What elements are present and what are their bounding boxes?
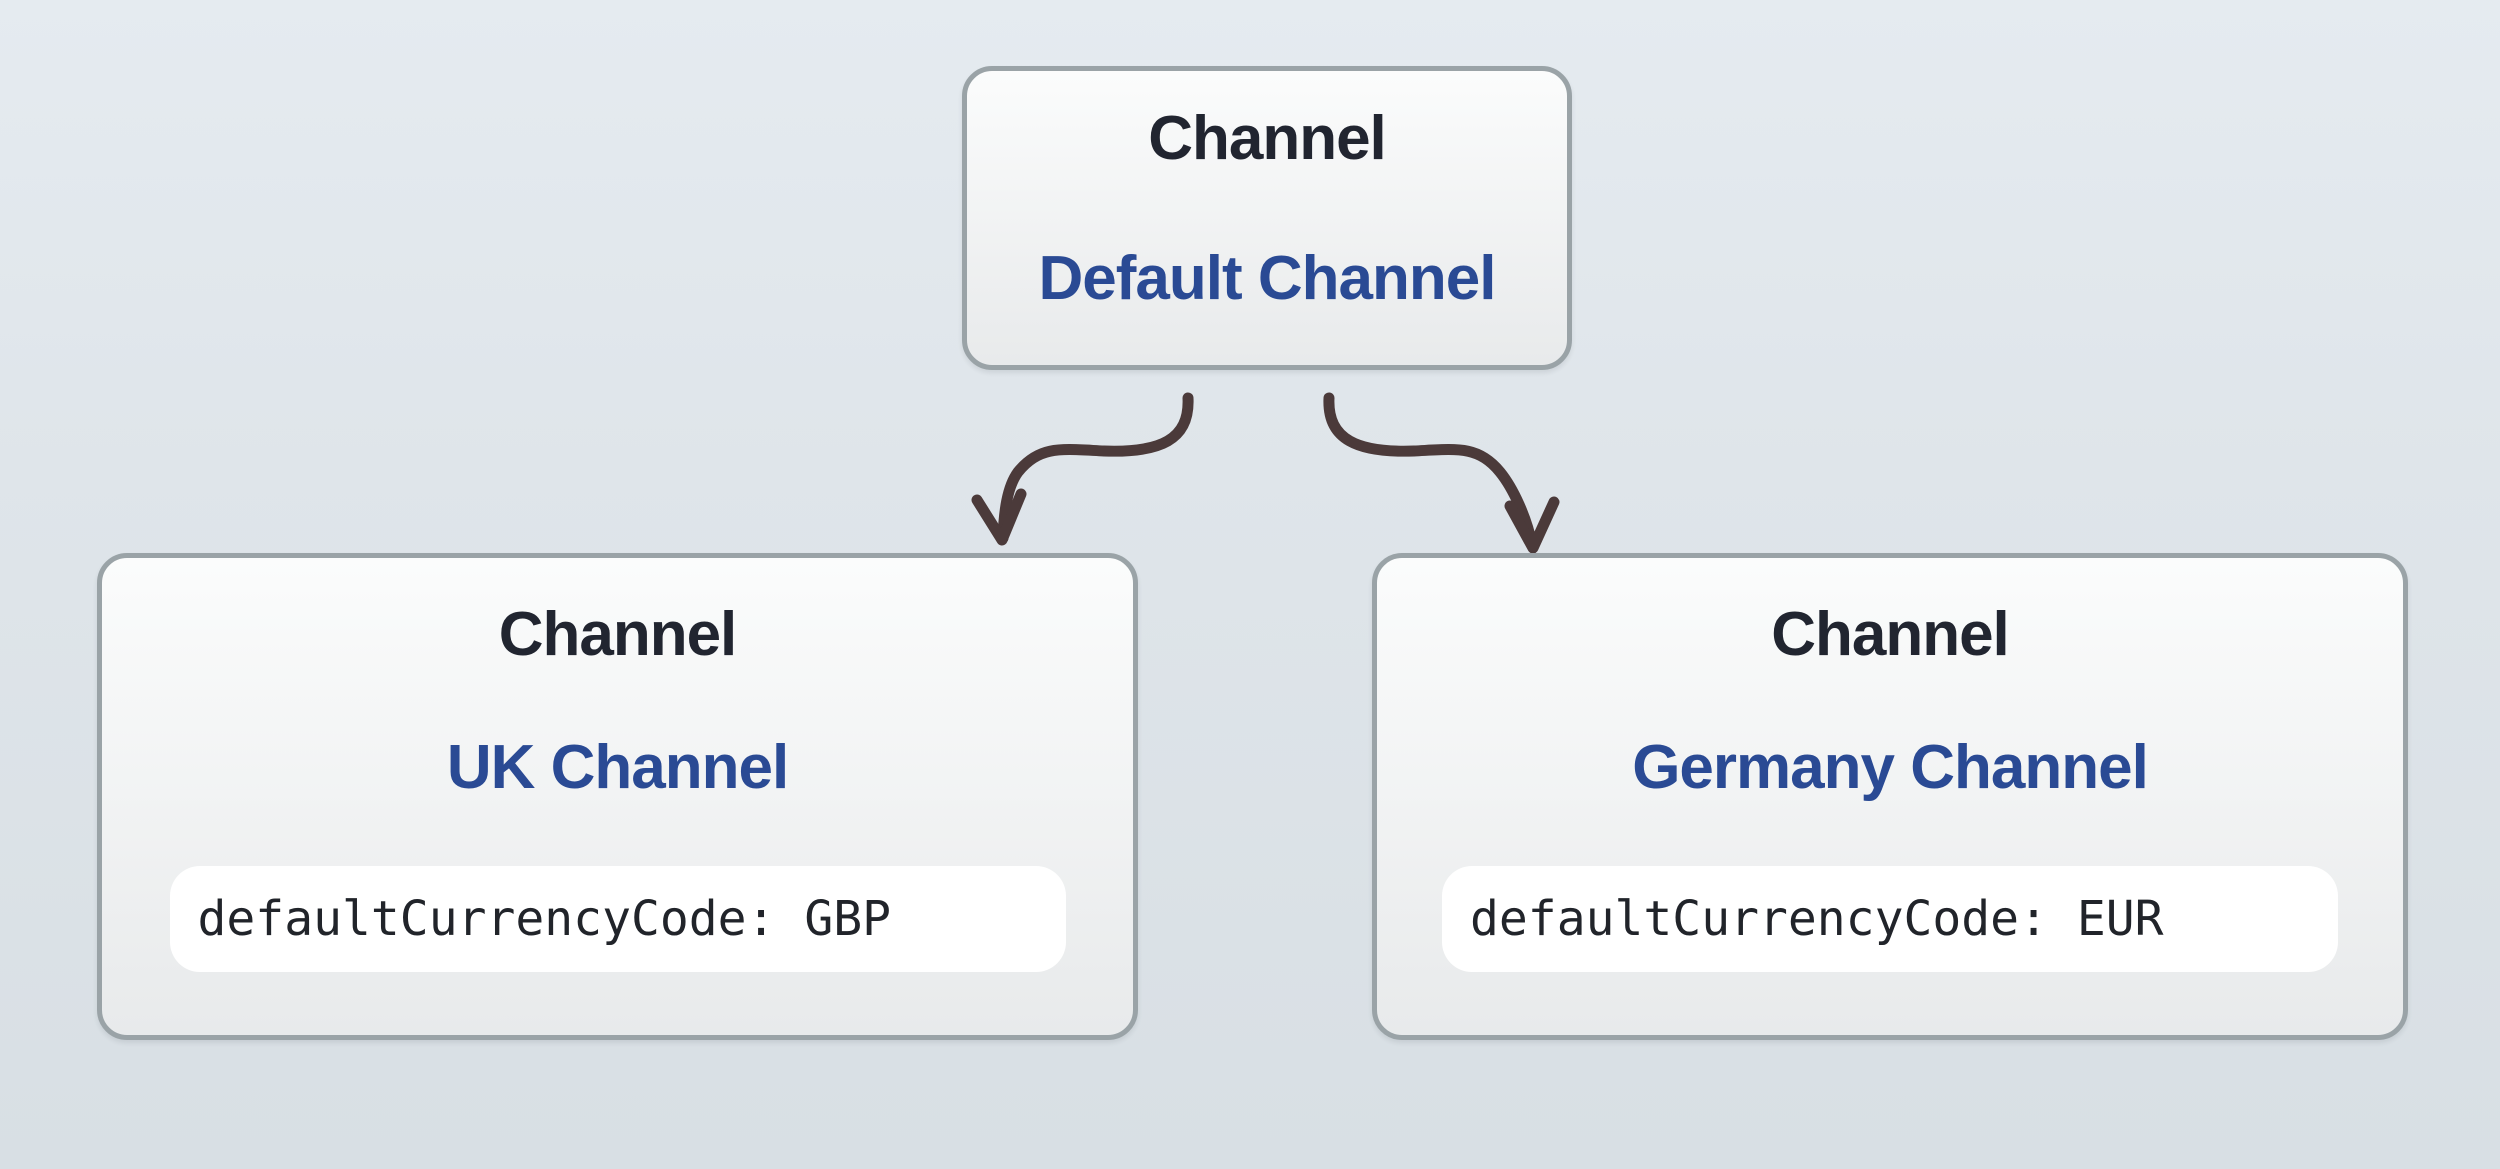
node-name-label: UK Channel <box>446 733 789 802</box>
arrow-down-left-icon <box>971 392 1194 546</box>
attribute-pill: defaultCurrencyCode: GBP <box>169 866 1066 972</box>
node-name-label: Germany Channel <box>1632 733 2149 802</box>
arrow-down-right-icon <box>1323 392 1560 554</box>
node-uk-channel: Channel UK Channel defaultCurrencyCode: … <box>97 553 1138 1040</box>
attribute-text: defaultCurrencyCode: GBP <box>197 891 892 947</box>
node-germany-channel: Channel Germany Channel defaultCurrencyC… <box>1372 553 2408 1040</box>
node-type-label: Channel <box>1771 600 2010 669</box>
node-type-label: Channel <box>1148 104 1387 173</box>
node-type-label: Channel <box>498 600 738 669</box>
attribute-text: defaultCurrencyCode: EUR <box>1470 891 2164 947</box>
attribute-pill: defaultCurrencyCode: EUR <box>1442 866 2338 972</box>
node-name-label: Default Channel <box>1038 244 1497 313</box>
node-default-channel: Channel Default Channel <box>962 66 1572 370</box>
